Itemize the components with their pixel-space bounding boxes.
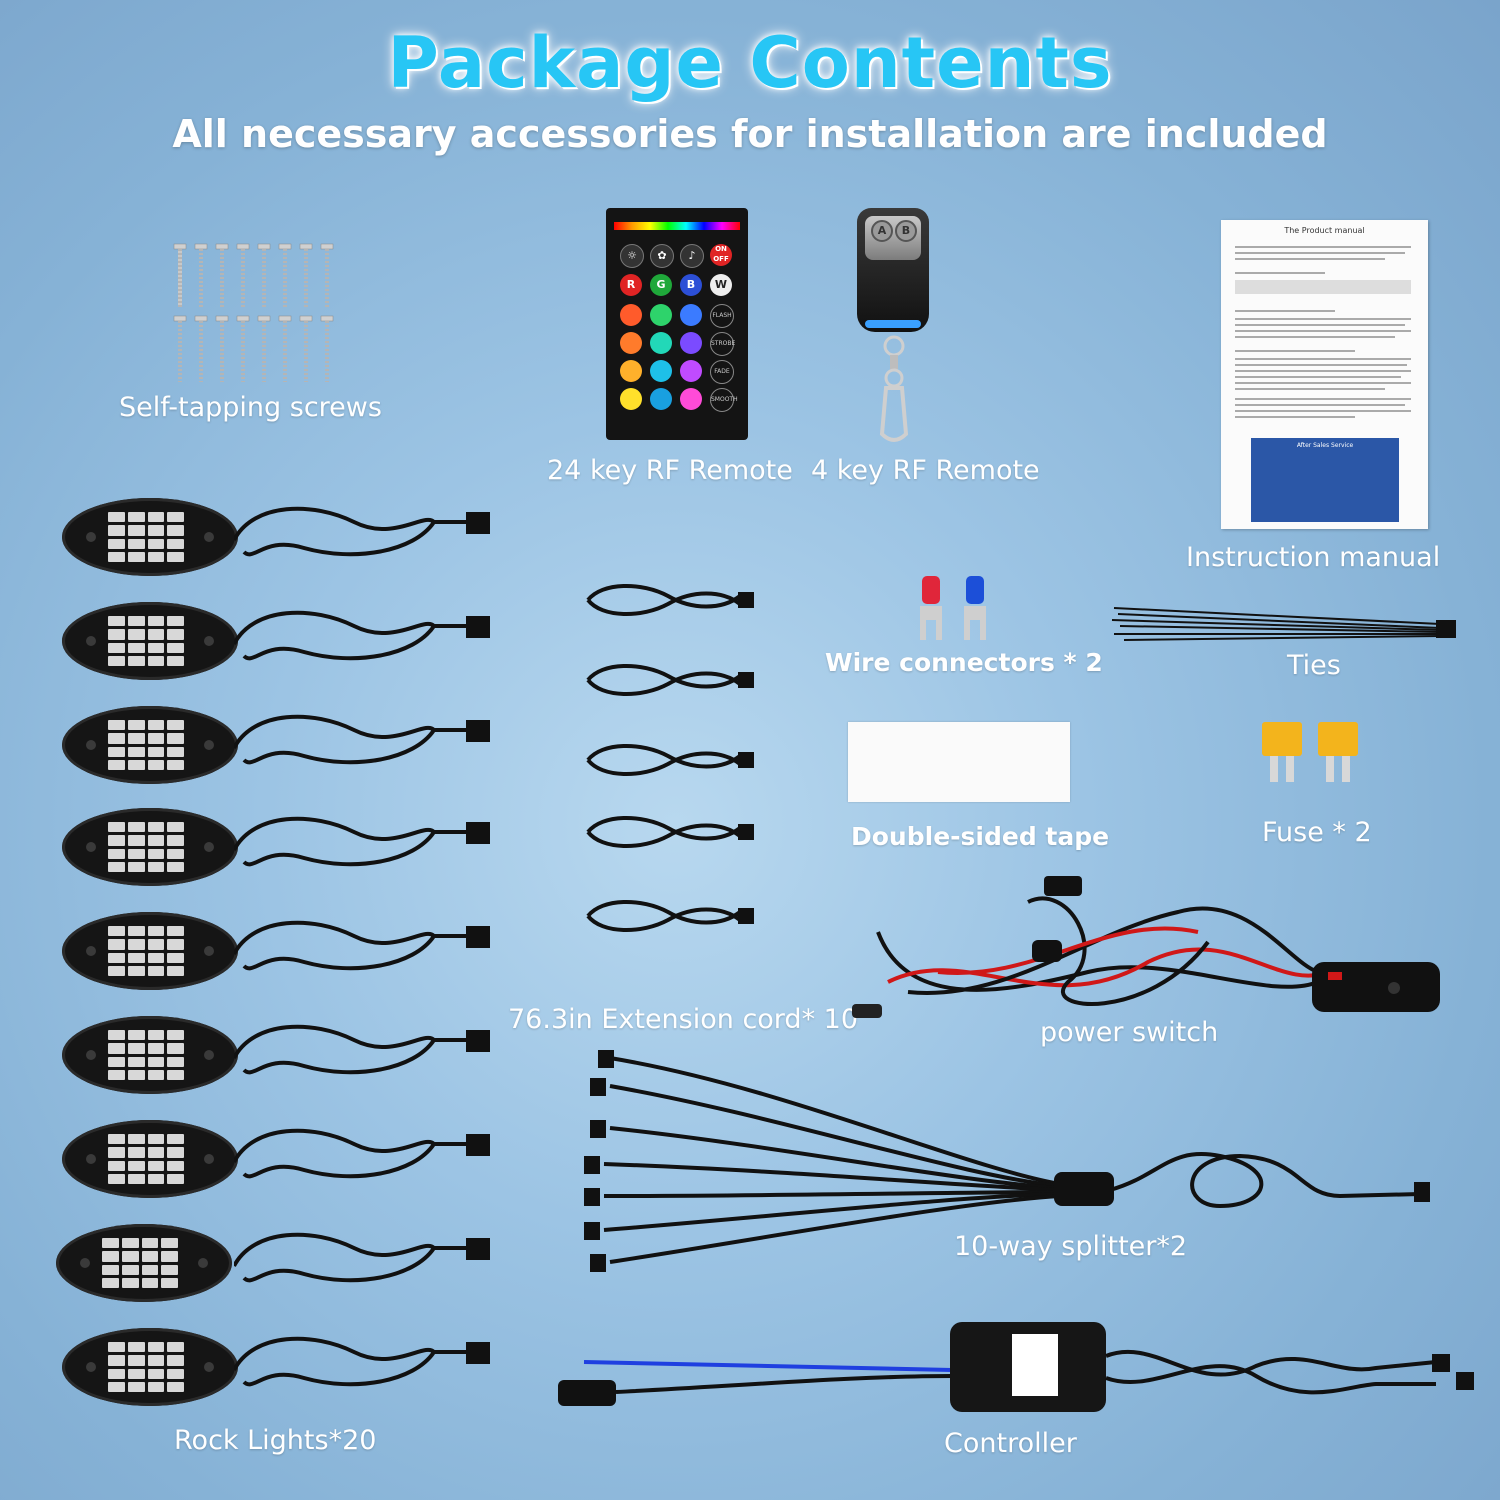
screws-image xyxy=(173,243,334,382)
strobe-key: STROBE xyxy=(710,332,735,356)
rock-light-cable xyxy=(234,816,490,867)
label-remote-24: 24 key RF Remote xyxy=(547,455,793,486)
qr-code-icon xyxy=(1012,1334,1058,1396)
rock-light-cable xyxy=(234,920,490,971)
rock-light xyxy=(62,706,238,784)
label-remote-4: 4 key RF Remote xyxy=(811,455,1040,486)
white-key: W xyxy=(710,274,732,296)
power-switch-image xyxy=(852,876,1440,1018)
music-icon: ♪ xyxy=(680,244,704,268)
flash-key: FLASH xyxy=(710,304,734,328)
fob-face: A B xyxy=(865,216,921,260)
rock-light xyxy=(62,1328,238,1406)
wire-connectors-image xyxy=(920,576,986,640)
fob-key-a: A xyxy=(871,220,893,242)
label-manual: Instruction manual xyxy=(1186,542,1441,573)
cable-ties-image xyxy=(1111,607,1456,641)
label-wire-connectors: Wire connectors * 2 xyxy=(825,648,1103,677)
rock-light-cable xyxy=(234,506,490,557)
keyring-icon xyxy=(879,335,909,442)
rock-light-cable xyxy=(234,610,490,661)
blue-key: B xyxy=(680,274,702,296)
page-title: Package Contents xyxy=(387,22,1113,104)
double-sided-tape-image xyxy=(848,722,1070,802)
rock-light xyxy=(62,1120,238,1198)
after-sales-box: After Sales Service xyxy=(1251,438,1399,522)
mode-icon: ✿ xyxy=(650,244,674,268)
smooth-key: SMOOTH xyxy=(710,388,738,412)
rock-light-cable xyxy=(234,1232,490,1283)
page-subtitle: All necessary accessories for installati… xyxy=(172,112,1328,156)
label-screws: Self-tapping screws xyxy=(119,392,382,423)
manual-title: The Product manual xyxy=(1284,226,1365,235)
label-ties: Ties xyxy=(1287,650,1341,681)
rock-light xyxy=(62,808,238,886)
extension-cords-image xyxy=(586,584,754,932)
label-fuse: Fuse * 2 xyxy=(1262,817,1372,848)
rock-light-cable xyxy=(234,1024,490,1075)
brightness-icon: ☼ xyxy=(620,244,644,268)
rock-light xyxy=(62,912,238,990)
rock-light-cable xyxy=(234,1128,490,1179)
rock-light xyxy=(62,498,238,576)
instruction-manual-image: The Product manual After Sales Service xyxy=(1221,220,1428,529)
fob-key-b: B xyxy=(895,220,917,242)
red-key: R xyxy=(620,274,642,296)
remote-24-key-image: ☼ ✿ ♪ ON OFF R G B W FLASH STROBE FADE S… xyxy=(606,208,748,440)
rock-light xyxy=(62,602,238,680)
label-tape: Double-sided tape xyxy=(851,822,1110,851)
rock-light xyxy=(56,1224,232,1302)
rock-light xyxy=(62,1016,238,1094)
label-controller: Controller xyxy=(944,1428,1077,1459)
power-key: ON OFF xyxy=(710,244,732,266)
splitter-image xyxy=(584,1050,1430,1272)
after-sales-title: After Sales Service xyxy=(1296,442,1354,449)
remote-4-key-image: A B xyxy=(857,208,929,332)
rock-light-cable xyxy=(234,1336,490,1387)
fade-key: FADE xyxy=(710,360,734,384)
green-key: G xyxy=(650,274,672,296)
label-rock-lights: Rock Lights*20 xyxy=(174,1425,377,1456)
fob-led-strip xyxy=(865,320,921,328)
fuses-image xyxy=(1262,722,1358,782)
label-extension: 76.3in Extension cord* 10 xyxy=(508,1004,859,1035)
label-power-switch: power switch xyxy=(1040,1017,1219,1048)
label-splitter: 10-way splitter*2 xyxy=(954,1231,1188,1262)
rock-light-cable xyxy=(234,714,490,765)
remote-color-strip xyxy=(614,222,740,230)
